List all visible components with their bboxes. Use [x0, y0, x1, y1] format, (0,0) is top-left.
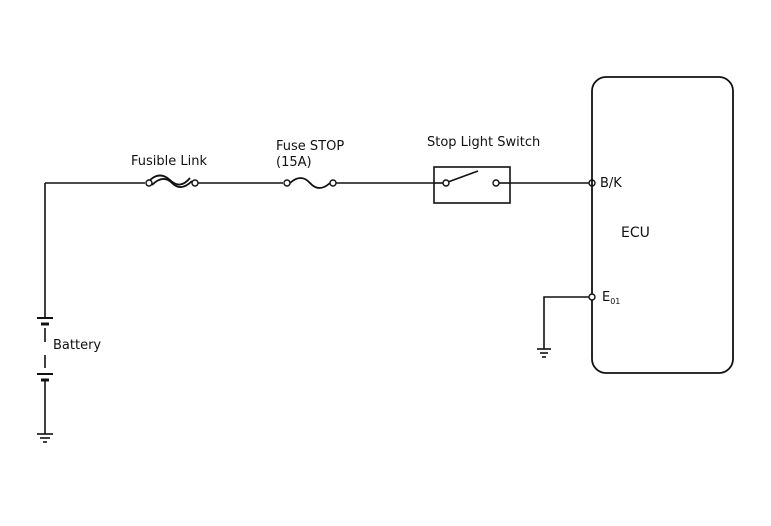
stop-light-switch-label: Stop Light Switch [427, 135, 541, 150]
fusible-link-label: Fusible Link [131, 154, 208, 169]
ecu-box [591, 76, 734, 374]
fuse-rating-label: (15A) [276, 155, 312, 170]
e01-ground-wire [543, 296, 589, 349]
e01-subscript: 01 [610, 297, 621, 306]
ecu-ground-icon [537, 348, 551, 358]
ecu-label: ECU [621, 225, 650, 241]
battery-ground-icon [37, 433, 53, 443]
e01-terminal-dot [588, 293, 596, 301]
e01-terminal-label: E01 [602, 290, 620, 309]
battery-label: Battery [53, 338, 102, 353]
fuse-stop-icon [283, 177, 337, 189]
fuse-stop-label: Fuse STOP [276, 139, 345, 154]
e01-main: E [602, 290, 611, 305]
stop-light-switch-icon [433, 166, 511, 204]
fusible-link-icon [145, 174, 199, 188]
bk-terminal-label: B/K [600, 176, 622, 191]
